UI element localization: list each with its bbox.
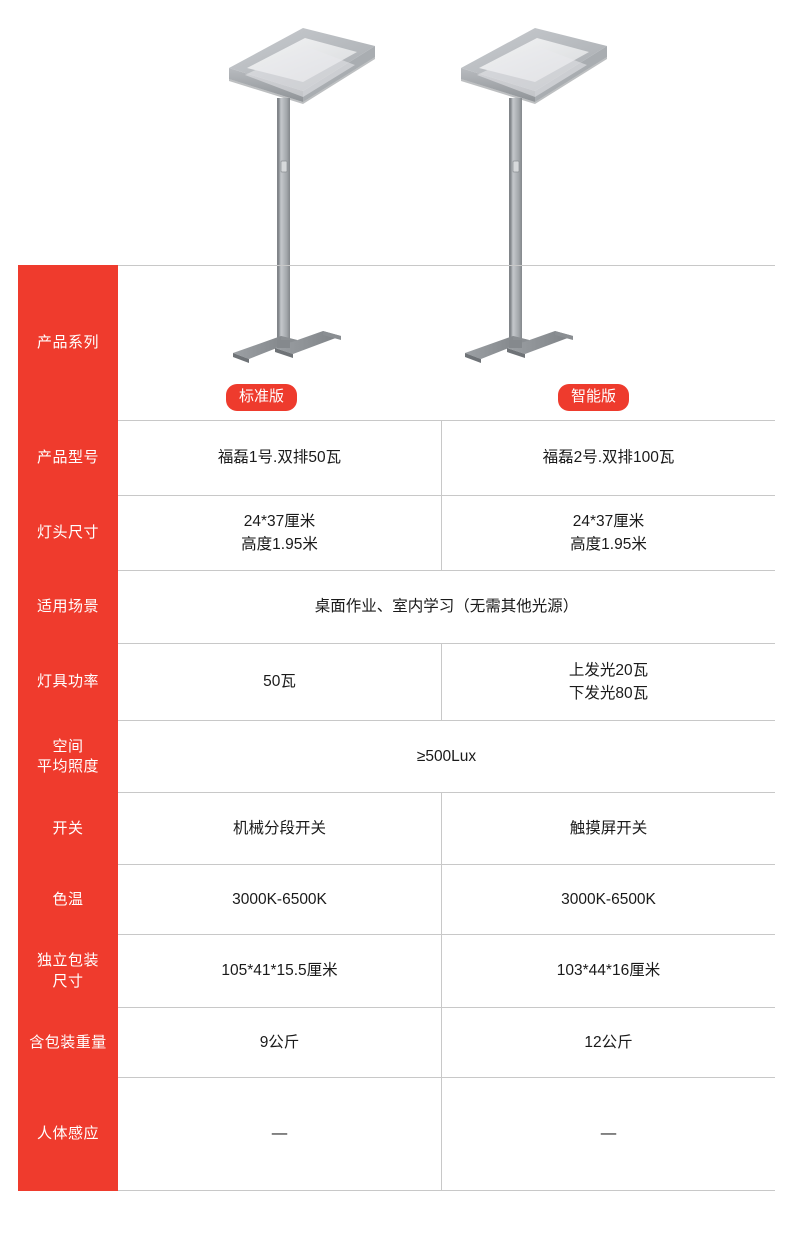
- badge-smart-edition: 智能版: [558, 384, 630, 411]
- table-row-motion-sensor: — —: [118, 1078, 775, 1191]
- spec-label-package-size: 独立包装 尺寸: [36, 952, 99, 990]
- table-row-package-size: 105*41*15.5厘米 103*44*16厘米: [118, 935, 775, 1008]
- spec-label-use-scene: 适用场景: [36, 598, 99, 616]
- product-comparison-table: 产品系列 产品型号 灯头尺寸 适用场景 灯具功率 空间 平均照度 开关 色温 独…: [18, 265, 775, 1191]
- cell-use-scene-merged: 桌面作业、室内学习（无需其他光源）: [314, 598, 579, 616]
- cell-head-size-standard: 24*37厘米 高度1.95米: [118, 496, 442, 570]
- cell-package-size-standard: 105*41*15.5厘米: [118, 935, 442, 1007]
- spec-label-column: 产品系列 产品型号 灯头尺寸 适用场景 灯具功率 空间 平均照度 开关 色温 独…: [18, 265, 118, 1191]
- cell-switch-smart: 触摸屏开关: [569, 819, 648, 837]
- cell-color-temp-standard: 3000K-6500K: [118, 865, 442, 934]
- cell-switch-standard: 机械分段开关: [118, 793, 442, 864]
- cell-motion-sensor-standard: —: [118, 1078, 442, 1190]
- spec-label-color-temp: 色温: [52, 890, 84, 908]
- table-row-switch: 机械分段开关 触摸屏开关: [118, 793, 775, 865]
- table-row-product-model: 福磊1号.双排50瓦 福磊2号.双排100瓦: [118, 421, 775, 496]
- table-row-package-weight: 9公斤 12公斤: [118, 1008, 775, 1078]
- cell-power-standard: 50瓦: [118, 644, 442, 720]
- smart-floor-lamp-image: [461, 28, 607, 363]
- spec-label-power: 灯具功率: [36, 673, 99, 691]
- spec-label-illuminance: 空间 平均照度: [36, 737, 99, 775]
- cell-package-size-smart: 103*44*16厘米: [556, 962, 661, 980]
- table-row-illuminance: ≥500Lux: [118, 721, 775, 793]
- spec-label-package-weight: 含包装重量: [29, 1033, 107, 1051]
- table-row-power: 50瓦 上发光20瓦 下发光80瓦: [118, 644, 775, 721]
- badge-standard-edition: 标准版: [226, 384, 298, 411]
- spec-value-grid: 标准版 智能版 福磊1号.双排50瓦 福磊2号.双排100瓦 24*37厘米 高…: [118, 265, 775, 1191]
- spec-label-product-series: 产品系列: [36, 333, 99, 351]
- cell-weight-smart: 12公斤: [584, 1033, 633, 1051]
- spec-label-switch: 开关: [52, 819, 84, 837]
- cell-weight-standard: 9公斤: [118, 1008, 442, 1077]
- spec-label-motion-sensor: 人体感应: [36, 1125, 99, 1143]
- cell-illuminance-merged: ≥500Lux: [416, 747, 477, 765]
- spec-label-product-model: 产品型号: [36, 449, 99, 467]
- standard-floor-lamp-image: [229, 28, 375, 363]
- cell-motion-sensor-smart: —: [600, 1125, 617, 1143]
- table-row-head-size: 24*37厘米 高度1.95米 24*37厘米 高度1.95米: [118, 496, 775, 571]
- table-row-color-temperature: 3000K-6500K 3000K-6500K: [118, 865, 775, 935]
- cell-color-temp-smart: 3000K-6500K: [561, 890, 656, 908]
- product-illustrations: [0, 0, 790, 390]
- cell-model-standard: 福磊1号.双排50瓦: [118, 421, 442, 495]
- cell-power-smart: 上发光20瓦 下发光80瓦: [568, 661, 649, 702]
- table-row-product-series: 标准版 智能版: [118, 265, 775, 421]
- cell-model-smart: 福磊2号.双排100瓦: [542, 449, 675, 467]
- table-row-use-scene: 桌面作业、室内学习（无需其他光源）: [118, 571, 775, 644]
- spec-label-head-size: 灯头尺寸: [36, 524, 99, 542]
- cell-head-size-smart: 24*37厘米 高度1.95米: [570, 512, 647, 553]
